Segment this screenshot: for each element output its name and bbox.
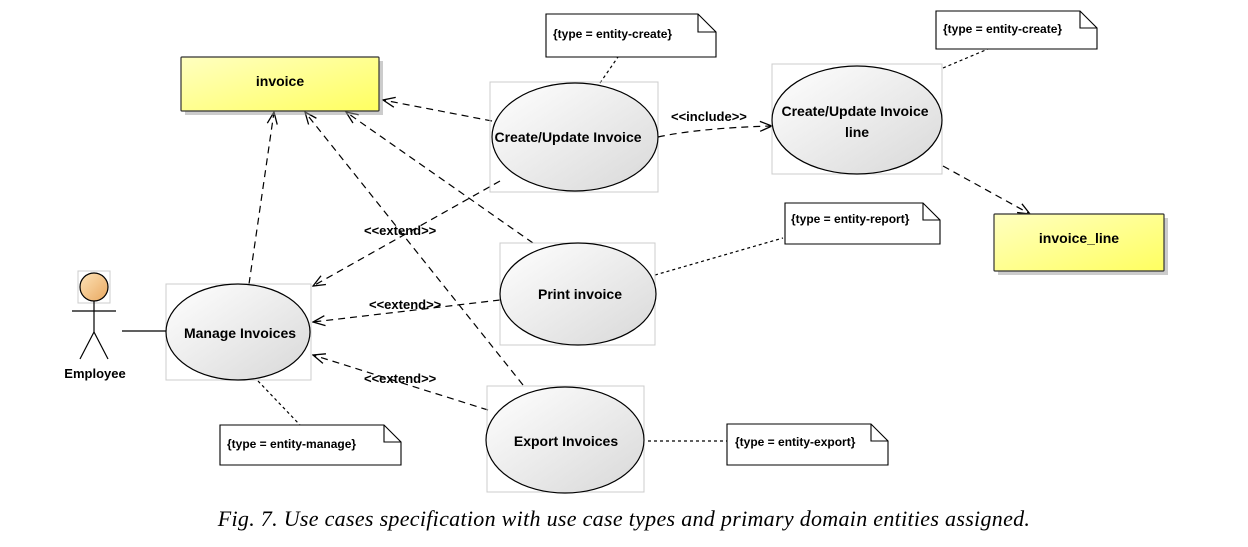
note-create-update-text: {type = entity-create} (553, 27, 672, 41)
actor-employee-label: Employee (64, 366, 125, 381)
note-export[interactable]: {type = entity-export} (726, 423, 889, 466)
stereotype-extend-export: <<extend>> (364, 371, 437, 386)
note-anchor-manage (257, 380, 301, 426)
stereotype-extend-create: <<extend>> (364, 223, 437, 238)
use-case-manage-invoices-label: Manage Invoices (184, 325, 296, 341)
use-case-create-update-invoice-line-label-1: Create/Update Invoice (781, 103, 928, 119)
note-anchor-line (942, 48, 989, 69)
use-case-create-update-invoice-label: Create/Update Invoice (494, 129, 641, 145)
actor-head-icon (79, 272, 109, 302)
note-print[interactable]: {type = entity-report} (784, 202, 941, 245)
entity-invoice-line-label: invoice_line (1039, 230, 1119, 246)
include-dependency (657, 126, 772, 138)
export-to-invoice-dependency (305, 112, 524, 386)
use-case-print-invoice[interactable]: Print invoice (499, 242, 657, 346)
note-export-text: {type = entity-export} (735, 435, 856, 449)
use-case-diagram: invoice invoice_line Create/Update Invoi… (64, 10, 1168, 494)
print-to-invoice-dependency (346, 112, 534, 244)
entity-invoice-line[interactable]: invoice_line (993, 213, 1168, 275)
stereotype-extend-print: <<extend>> (369, 297, 442, 312)
manage-to-invoice-dependency (248, 112, 274, 285)
use-case-export-invoices-label: Export Invoices (514, 433, 618, 449)
note-manage-text: {type = entity-manage} (227, 437, 356, 451)
entity-invoice[interactable]: invoice (180, 56, 383, 115)
note-create-update[interactable]: {type = entity-create} (545, 13, 717, 58)
note-anchor-create (599, 56, 619, 84)
note-create-update-line[interactable]: {type = entity-create} (935, 10, 1098, 50)
print-extend-manage (313, 299, 501, 322)
note-anchor-print (654, 237, 784, 276)
use-case-export-invoices[interactable]: Export Invoices (485, 385, 645, 494)
use-case-manage-invoices[interactable]: Manage Invoices (165, 283, 312, 381)
export-extend-manage (313, 355, 489, 411)
use-case-create-update-invoice-line-label-2: line (845, 124, 869, 140)
note-print-text: {type = entity-report} (791, 212, 910, 226)
create-to-invoice-dependency (383, 100, 493, 122)
figure-caption: Fig. 7. Use cases specification with use… (217, 506, 1031, 531)
stereotype-include: <<include>> (671, 109, 747, 124)
entity-invoice-label: invoice (256, 73, 304, 89)
connections (122, 48, 1030, 442)
use-case-create-update-invoice[interactable]: Create/Update Invoice (489, 81, 659, 193)
note-create-update-line-text: {type = entity-create} (943, 22, 1062, 36)
note-manage[interactable]: {type = entity-manage} (219, 424, 402, 466)
actor-employee[interactable]: Employee (64, 270, 126, 381)
line-to-invoice-line-dependency (942, 165, 1030, 214)
use-case-create-update-invoice-line[interactable]: Create/Update Invoice line (771, 63, 943, 175)
use-case-print-invoice-label: Print invoice (538, 286, 622, 302)
